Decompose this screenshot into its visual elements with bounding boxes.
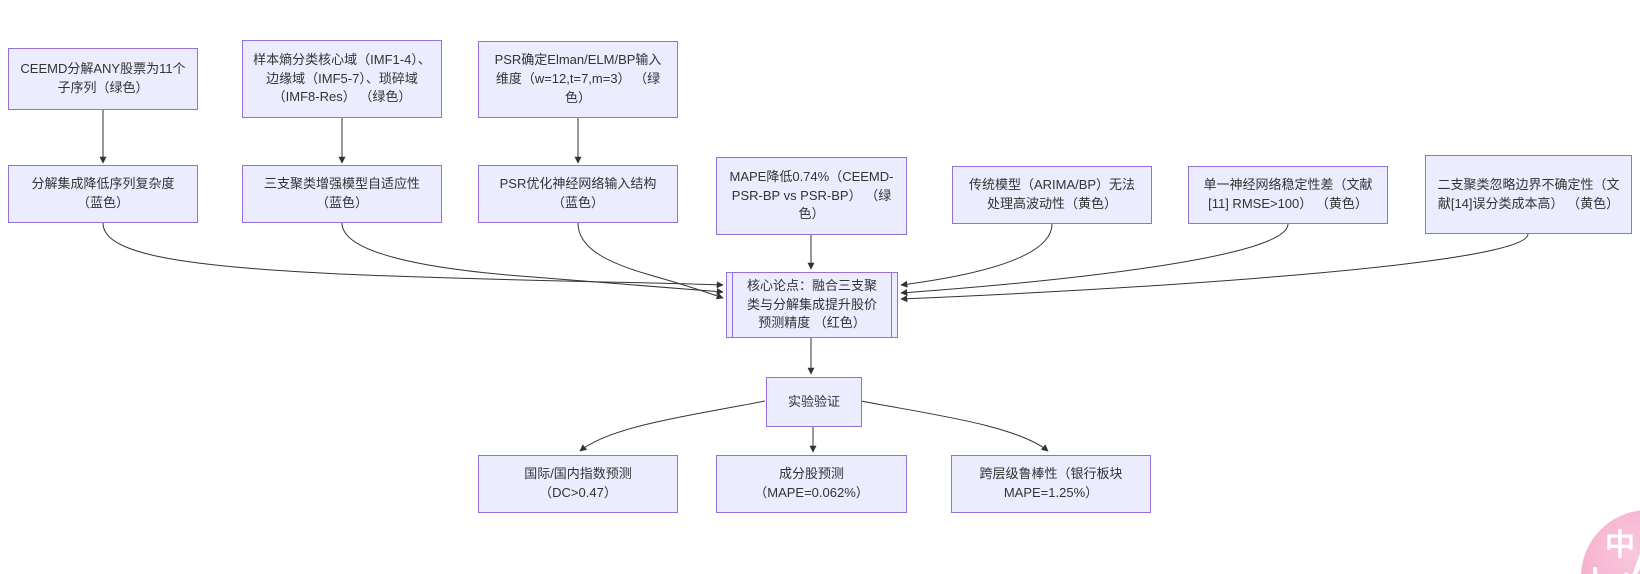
node-threeway-label: 三支聚类增强模型自适应性 （蓝色）: [263, 176, 420, 210]
edge-threeway-core: [341, 222, 724, 295]
node-experiment: 实验验证: [766, 377, 862, 427]
node-psr-dim: PSR确定Elman/ELM/BP输入维度（w=12,t=7,m=3） （绿色）: [478, 41, 678, 118]
node-psr-dim-label: PSR确定Elman/ELM/BP输入维度（w=12,t=7,m=3） （绿色）: [494, 52, 662, 105]
node-single-nn: 单一神经网络稳定性差（文献[11] RMSE>100） （黄色）: [1188, 166, 1388, 224]
edge-traditional-core: [900, 223, 1053, 288]
node-ceemd: CEEMD分解ANY股票为11个子序列（绿色）: [8, 48, 198, 110]
translate-badge-button[interactable]: 中 A: [1581, 510, 1640, 574]
node-entropy-label: 样本熵分类核心域（IMF1-4）、边缘域（IMF5-7）、琐碎域（IMF8-Re…: [253, 51, 431, 105]
node-threeway: 三支聚类增强模型自适应性 （蓝色）: [242, 165, 442, 223]
edge-experiment-robust: [860, 400, 1049, 452]
node-traditional: 传统模型（ARIMA/BP）无法处理高波动性（黄色）: [952, 166, 1152, 224]
node-stock-pred: 成分股预测 （MAPE=0.062%）: [716, 455, 907, 513]
node-twoway-label: 二支聚类忽略边界不确定性（文献[14]误分类成本高） （黄色）: [1437, 176, 1620, 211]
node-traditional-label: 传统模型（ARIMA/BP）无法处理高波动性（黄色）: [968, 177, 1136, 211]
node-experiment-label: 实验验证: [787, 393, 840, 409]
node-decomp: 分解集成降低序列复杂度 （蓝色）: [8, 165, 198, 223]
node-core-claim-label: 核心论点：融合三支聚类与分解集成提升股价预测精度 （红色）: [746, 277, 877, 331]
node-mape-label: MAPE降低0.74%（CEEMD-PSR-BP vs PSR-BP） （绿色）: [729, 168, 894, 222]
edge-psropt-core: [577, 222, 724, 300]
edge-singlenn-core: [900, 223, 1289, 297]
node-index-pred-label: 国际/国内指数预测 （DC>0.47）: [524, 466, 632, 500]
node-stock-pred-label: 成分股预测 （MAPE=0.062%）: [754, 466, 869, 500]
node-ceemd-label: CEEMD分解ANY股票为11个子序列（绿色）: [20, 61, 186, 95]
node-single-nn-label: 单一神经网络稳定性差（文献[11] RMSE>100） （黄色）: [1203, 177, 1373, 211]
translate-badge-zh-glyph: 中: [1605, 529, 1635, 562]
node-mape: MAPE降低0.74%（CEEMD-PSR-BP vs PSR-BP） （绿色）: [716, 157, 907, 235]
node-psr-opt-label: PSR优化神经网络输入结构 （蓝色）: [499, 176, 657, 210]
node-psr-opt: PSR优化神经网络输入结构 （蓝色）: [478, 165, 678, 223]
translate-badge-en-glyph: A: [1631, 546, 1640, 574]
node-entropy: 样本熵分类核心域（IMF1-4）、边缘域（IMF5-7）、琐碎域（IMF8-Re…: [242, 40, 442, 118]
node-twoway: 二支聚类忽略边界不确定性（文献[14]误分类成本高） （黄色）: [1425, 155, 1632, 234]
node-core-claim: 核心论点：融合三支聚类与分解集成提升股价预测精度 （红色）: [726, 272, 898, 338]
edge-twoway-core: [900, 233, 1529, 303]
edge-decomp-core: [102, 222, 724, 289]
edge-experiment-index: [579, 400, 766, 452]
node-robustness-label: 跨层级鲁棒性（银行板块 MAPE=1.25%）: [979, 466, 1123, 500]
node-index-pred: 国际/国内指数预测 （DC>0.47）: [478, 455, 678, 513]
node-robustness: 跨层级鲁棒性（银行板块 MAPE=1.25%）: [951, 455, 1151, 513]
node-decomp-label: 分解集成降低序列复杂度 （蓝色）: [31, 176, 175, 210]
